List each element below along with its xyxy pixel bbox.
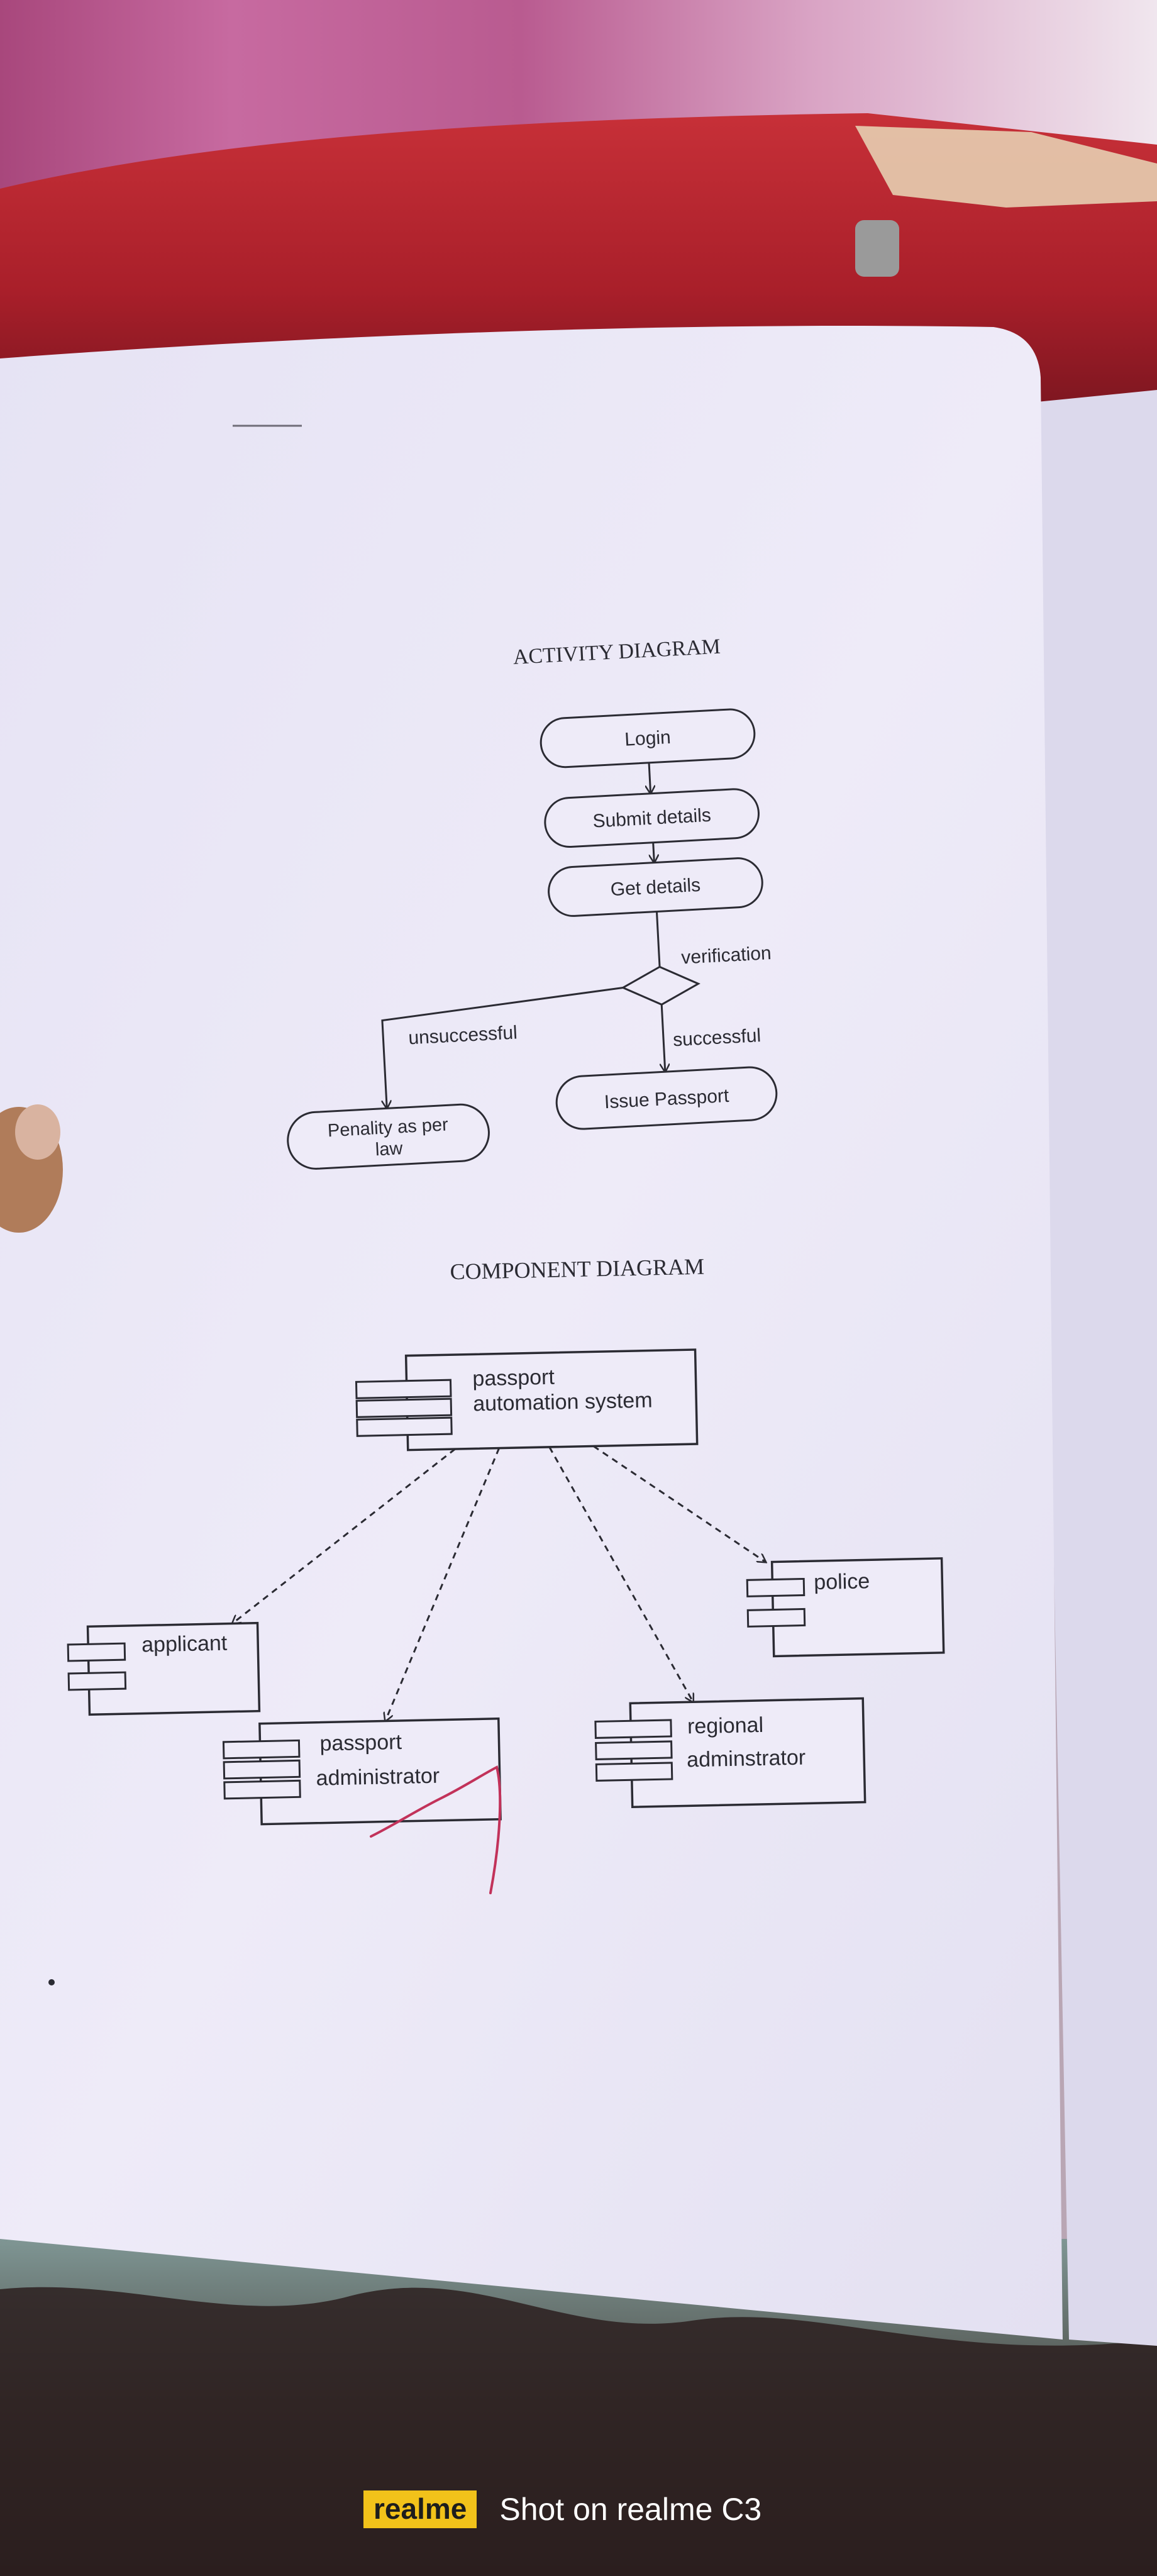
component-police-label: police bbox=[814, 1569, 870, 1594]
zipper-pull bbox=[855, 220, 899, 277]
component-passport-automation-system: passport automation system bbox=[355, 1348, 699, 1452]
component-applicant-label: applicant bbox=[141, 1631, 228, 1657]
back-page bbox=[1031, 390, 1157, 2346]
flow-arrow-successful bbox=[662, 1004, 665, 1072]
activity-node-login: Login bbox=[540, 708, 756, 769]
component-police: police bbox=[746, 1557, 945, 1658]
activity-diagram: ACTIVITY DIAGRAM Login Submit details Ge… bbox=[287, 635, 778, 1170]
activity-node-submit-details: Submit details bbox=[544, 788, 760, 848]
floor-shadow bbox=[0, 2287, 1157, 2576]
component-applicant: applicant bbox=[67, 1621, 261, 1716]
activity-node-penalty-line2: law bbox=[375, 1138, 404, 1160]
dependency-applicant bbox=[229, 1448, 456, 1623]
flow-arrow-2 bbox=[653, 842, 655, 863]
watermark-text: Shot on realme C3 bbox=[499, 2492, 762, 2527]
dependency-regional-administrator bbox=[548, 1446, 694, 1705]
component-regional-line2: adminstrator bbox=[687, 1745, 806, 1772]
flow-arrow-1 bbox=[649, 762, 651, 794]
component-regional-administrator: regional adminstrator bbox=[594, 1697, 866, 1809]
activity-node-get-label: Get details bbox=[610, 875, 701, 900]
component-regional-line1: regional bbox=[687, 1713, 764, 1739]
camera-watermark: realme Shot on realme C3 bbox=[363, 2490, 761, 2528]
successful-label: successful bbox=[672, 1025, 761, 1050]
watermark-brand: realme bbox=[363, 2490, 477, 2528]
component-passport-admin-line2: administrator bbox=[316, 1764, 440, 1790]
paper-sheet bbox=[0, 326, 1063, 2340]
dependency-passport-administrator bbox=[380, 1448, 501, 1721]
activity-node-get-details: Get details bbox=[548, 857, 763, 917]
activity-node-penalty: Penality as per law bbox=[287, 1103, 490, 1170]
component-passport-admin-line1: passport bbox=[319, 1730, 402, 1756]
activity-node-login-label: Login bbox=[624, 727, 672, 750]
red-pen-tick bbox=[370, 1765, 502, 1894]
component-diagram-title: COMPONENT DIAGRAM bbox=[450, 1254, 704, 1284]
component-main-line2: automation system bbox=[473, 1388, 653, 1416]
thumbnail bbox=[15, 1104, 60, 1160]
dependency-police bbox=[592, 1445, 766, 1566]
component-diagram: COMPONENT DIAGRAM passport automation sy… bbox=[67, 1254, 945, 1826]
paper-dot bbox=[48, 1979, 55, 1985]
component-main-line1: passport bbox=[472, 1365, 555, 1391]
bag-lining bbox=[855, 126, 1157, 208]
activity-node-issue-passport: Issue Passport bbox=[555, 1066, 778, 1130]
flow-arrow-3 bbox=[655, 911, 661, 967]
component-passport-administrator: passport administrator bbox=[222, 1717, 502, 1826]
verification-label: verification bbox=[681, 943, 772, 968]
flow-arrow-unsuccessful bbox=[381, 986, 623, 1108]
